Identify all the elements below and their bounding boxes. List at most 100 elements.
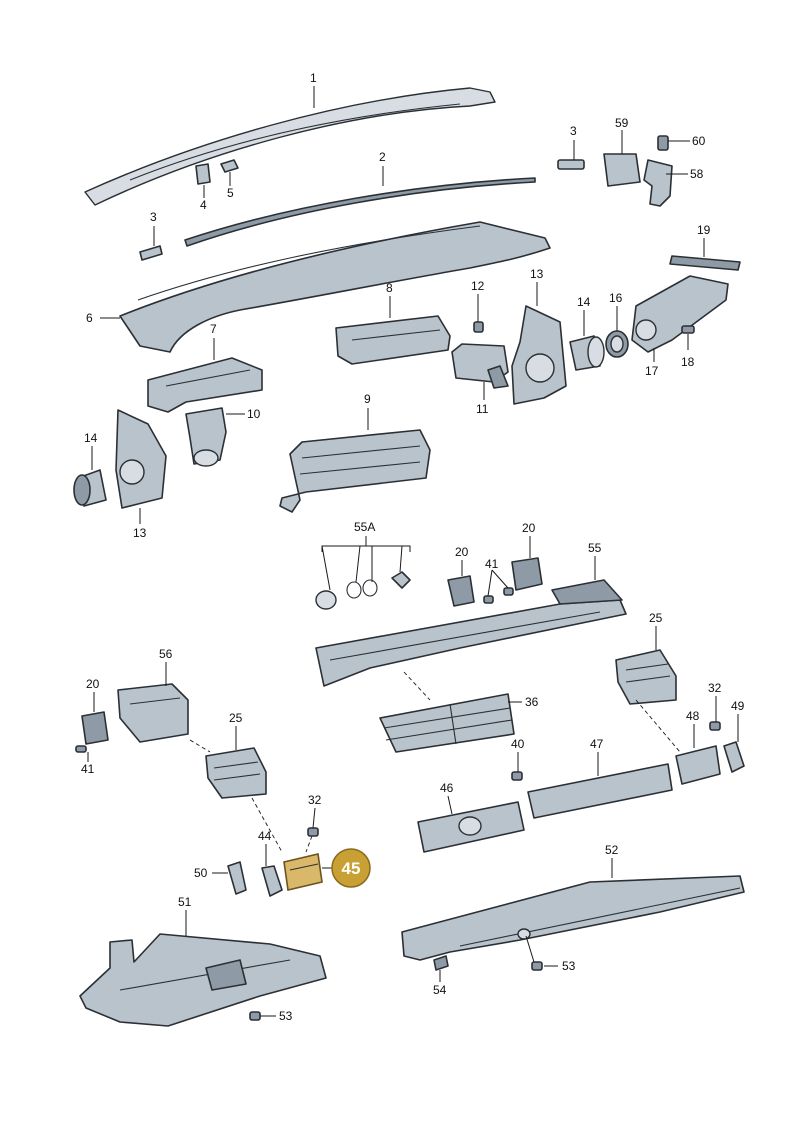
part-20-clip-upper[interactable] <box>511 557 543 591</box>
part-13-side-panel-right[interactable] <box>511 305 567 405</box>
part-40-screw[interactable] <box>511 771 523 781</box>
label-11: 11 <box>476 402 489 416</box>
part-19-grille-strip[interactable] <box>669 255 741 271</box>
part-5-clip[interactable] <box>220 159 239 173</box>
part-54-clip[interactable] <box>433 955 449 971</box>
label-18: 18 <box>681 355 695 369</box>
part-7-left-duct[interactable] <box>147 357 263 413</box>
part-49-end-cap[interactable] <box>723 741 745 773</box>
part-59-bracket[interactable] <box>603 153 641 187</box>
part-47-long-trim[interactable] <box>527 763 673 819</box>
label-51: 51 <box>178 895 192 909</box>
label-36: 36 <box>525 695 539 709</box>
part-50-retainer[interactable] <box>227 861 247 895</box>
label-32-right: 32 <box>708 681 722 695</box>
label-9: 9 <box>364 392 371 406</box>
label-1: 1 <box>310 71 317 85</box>
part-53-screw-right[interactable] <box>531 961 543 971</box>
label-20-left: 20 <box>86 677 100 691</box>
part-16-vent-ring[interactable] <box>605 330 629 358</box>
label-8: 8 <box>386 281 393 295</box>
part-3-bolt-right[interactable] <box>557 159 585 170</box>
part-48-trim-end[interactable] <box>675 745 721 785</box>
label-50: 50 <box>194 866 208 880</box>
part-56-vent-housing-left[interactable] <box>117 683 189 743</box>
label-2: 2 <box>379 150 386 164</box>
part-4-clip[interactable] <box>195 163 211 185</box>
part-8-center-duct[interactable] <box>335 315 451 365</box>
label-16: 16 <box>609 291 623 305</box>
part-18-screw[interactable] <box>681 325 695 334</box>
assembly-dashed-lines <box>189 671 681 853</box>
label-13-left: 13 <box>133 526 147 540</box>
part-36-center-vents[interactable] <box>379 693 515 753</box>
part-51-lower-panel-left[interactable] <box>79 933 327 1027</box>
part-3-bolt-left[interactable] <box>139 245 163 261</box>
label-40: 40 <box>511 737 525 751</box>
label-32-left: 32 <box>308 793 322 807</box>
label-25-right: 25 <box>649 611 663 625</box>
part-55-vent-housing[interactable] <box>315 579 627 687</box>
label-49: 49 <box>731 699 745 713</box>
part-14-round-vent-left[interactable] <box>73 469 107 507</box>
part-55a-vent-fastener-set[interactable] <box>315 571 411 610</box>
label-47: 47 <box>590 737 604 751</box>
label-56: 56 <box>159 647 173 661</box>
part-12-screw[interactable] <box>473 321 484 333</box>
label-3-right: 3 <box>570 124 577 138</box>
label-53-right: 53 <box>562 959 576 973</box>
part-41-screw-left[interactable] <box>75 745 87 753</box>
label-17: 17 <box>645 364 659 378</box>
label-52: 52 <box>605 843 619 857</box>
part-58-holder[interactable] <box>643 159 673 207</box>
part-44-cover-cap[interactable] <box>261 865 283 897</box>
part-53-screw-left[interactable] <box>249 1011 261 1021</box>
part-11-switch-unit[interactable] <box>451 343 509 389</box>
part-20-clip-left[interactable] <box>81 711 109 745</box>
part-60-screw[interactable] <box>657 135 669 151</box>
part-20-clip-middle[interactable] <box>447 575 475 607</box>
label-54: 54 <box>433 983 447 997</box>
label-14-left: 14 <box>84 431 98 445</box>
part-10-duct-connector[interactable] <box>185 407 227 467</box>
label-10: 10 <box>247 407 261 421</box>
part-9-glove-box[interactable] <box>279 429 431 513</box>
label-13-right: 13 <box>530 267 544 281</box>
label-55a: 55A <box>354 520 375 534</box>
label-19: 19 <box>697 223 711 237</box>
label-41-left: 41 <box>81 762 95 776</box>
label-4: 4 <box>200 198 207 212</box>
label-14-right: 14 <box>577 295 591 309</box>
label-7: 7 <box>210 322 217 336</box>
label-20-upper: 20 <box>522 521 536 535</box>
label-5: 5 <box>227 186 234 200</box>
label-55: 55 <box>588 541 602 555</box>
part-1-trim-strip[interactable] <box>84 87 496 206</box>
part-13-side-panel-left[interactable] <box>115 409 167 509</box>
part-17-side-duct[interactable] <box>631 275 729 353</box>
highlight-label-45: 45 <box>342 859 361 878</box>
part-6-dash-cover[interactable] <box>119 221 551 353</box>
part-32-screw-right[interactable] <box>709 721 721 731</box>
part-32-screw-left[interactable] <box>307 827 319 837</box>
label-58: 58 <box>690 167 704 181</box>
label-46: 46 <box>440 781 454 795</box>
part-25-vent-right[interactable] <box>615 649 677 705</box>
label-44: 44 <box>258 829 272 843</box>
part-41-screws-middle[interactable] <box>483 587 514 604</box>
part-46-trim-left[interactable] <box>417 801 525 853</box>
label-12: 12 <box>471 279 485 293</box>
part-45-highlighted-insert[interactable] <box>283 853 323 891</box>
label-41-middle: 41 <box>485 557 499 571</box>
part-2-seal-strip[interactable] <box>184 177 536 247</box>
label-53-left: 53 <box>279 1009 293 1023</box>
part-25-vent-left[interactable] <box>205 747 267 799</box>
label-20-middle: 20 <box>455 545 469 559</box>
part-14-round-vent-right[interactable] <box>569 335 605 371</box>
label-6: 6 <box>86 311 93 325</box>
part-55a-bracket-lines <box>321 536 411 591</box>
highlight-badge-45[interactable]: 45 <box>331 848 371 888</box>
label-60: 60 <box>692 134 706 148</box>
part-52-lower-panel-right[interactable] <box>401 875 745 961</box>
